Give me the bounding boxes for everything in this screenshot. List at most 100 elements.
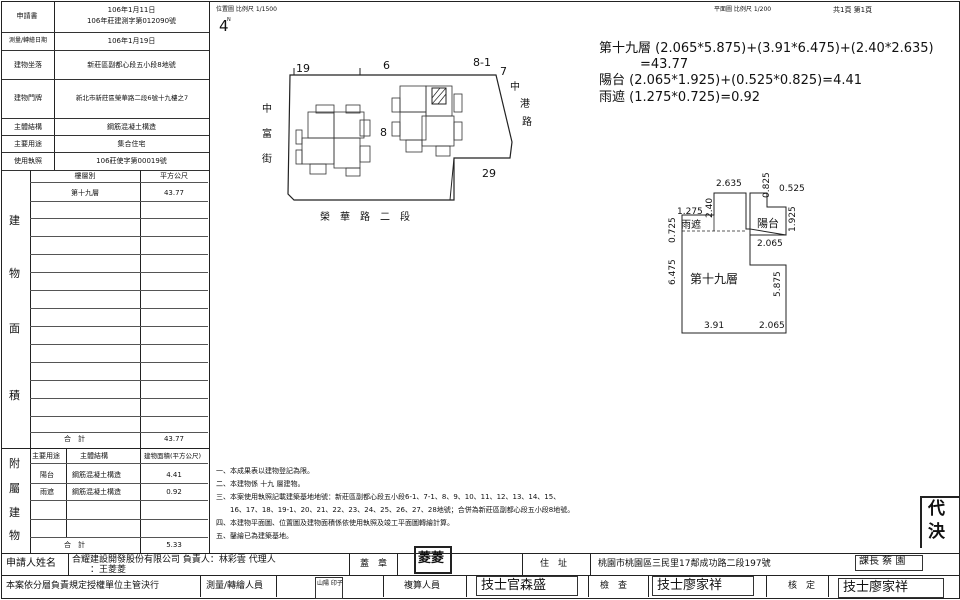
area-header-unit: 平方公尺 — [160, 172, 188, 180]
road-zhonggang-2: 港 — [520, 99, 530, 110]
road-zhonggang-3: 路 — [522, 117, 532, 128]
value-use: 集合住宅 — [117, 140, 146, 148]
label-permit: 使用執照 — [14, 157, 42, 165]
note-1: 一、本成果表以建物登記為限。 — [216, 467, 314, 475]
dim-left-upper: 2.40 — [705, 197, 715, 218]
surveyor-label: 測量/轉繪人員 — [206, 581, 264, 591]
side-label-ji: 積 — [9, 389, 20, 402]
lot-8: 8 — [380, 126, 387, 139]
dim-right-lower: 5.875 — [773, 271, 783, 297]
attached-row1-area: 4.41 — [166, 471, 182, 479]
note-4: 16、17、18、19-1、20、21、22、23、24、25、26、27、28… — [216, 506, 575, 514]
location-map-drawing — [287, 68, 513, 201]
row-permit: 使用執照 106莊使字第00019號 — [2, 153, 209, 171]
bottom-note: 本案依分層負責規定授權單位主管決行 — [6, 581, 160, 591]
row-survey-date: 測量/轉繪日期 106年1月19日 — [2, 33, 209, 51]
lot-19: 19 — [296, 62, 310, 75]
attached-row2-area: 0.92 — [166, 488, 182, 496]
dim-top: 2.635 — [716, 179, 742, 189]
check-label: 檢 查 — [600, 581, 628, 591]
applicant-value2: ：王菱菱 — [90, 565, 127, 575]
attached-side-jian: 建 — [9, 506, 20, 519]
check-stamp: 技士廖家祥 — [652, 576, 754, 596]
attached-side-fu: 附 — [9, 457, 20, 470]
reviewer-label: 複算人員 — [404, 581, 441, 591]
dim-bottom-left: 3.91 — [704, 321, 725, 331]
dim-bottom-right: 2.065 — [759, 321, 785, 331]
road-zhongfu-3: 街 — [262, 154, 272, 165]
verify-stamp: 技士廖家祥 — [838, 578, 944, 598]
attached-side-wu: 物 — [9, 529, 20, 542]
note-5: 四、本建物平面圖、位置圖及建物面積係依使用執照及竣工平面圖轉繪計算。 — [216, 519, 454, 527]
corner-stamp-top: 代 — [928, 499, 945, 519]
value-permit: 106莊使字第00019號 — [96, 157, 167, 165]
road-zhongfu-2: 富 — [262, 129, 272, 140]
road-zhonggang-1: 中 — [510, 82, 520, 93]
label-use: 主要用途 — [14, 140, 42, 148]
applicant-seal: 菱菱 — [414, 546, 452, 574]
reviewer-stamp: 技士官森盛 — [476, 576, 578, 596]
formula-line3: 陽台 (2.065*1.925)+(0.525*0.825)=4.41 — [599, 73, 863, 88]
chief-stamp: 課長 蔡 園 — [855, 555, 923, 571]
room-balcony: 陽台 — [757, 217, 779, 230]
attached-header-structure: 主體結構 — [80, 452, 108, 460]
side-label-jian: 建 — [9, 214, 20, 227]
area-row-floor: 第十九層 — [71, 189, 99, 197]
value-address: 新北市新莊區榮華路二段6號十九樓之7 — [75, 94, 189, 102]
label-survey-date: 測量/轉繪日期 — [8, 37, 48, 44]
attached-total-value: 5.33 — [166, 541, 182, 549]
road-ronghua: 榮 華 路 二 段 — [320, 212, 410, 223]
corner-stamp-bottom: 決 — [928, 522, 945, 542]
note-3: 三、本案使用執照記載建築基地地號：新莊區副都心段五小段6-1、7-1、8、9、1… — [216, 493, 561, 501]
address-label: 住 址 — [540, 559, 568, 569]
formula-line4: 雨遮 (1.275*0.725)=0.92 — [599, 90, 761, 105]
label-location: 建物坐落 — [14, 61, 42, 69]
subtotal-label: 合 計 — [64, 435, 85, 443]
surveyor-stamp: 山陽 印子 — [315, 577, 343, 599]
value-application-line1: 106年1月11日 — [107, 6, 156, 14]
note-6: 五、鑿繪已為建築基地。 — [216, 532, 293, 540]
value-structure: 鋼筋混凝土構造 — [107, 123, 156, 131]
dim-eave-h: 0.725 — [668, 217, 678, 243]
dim-mid: 2.065 — [757, 239, 783, 249]
dim-balcony-side: 1.925 — [788, 206, 798, 232]
road-zhongfu-1: 中 — [262, 104, 272, 115]
area-row-value: 43.77 — [163, 189, 185, 197]
location-map-title: 位置圖 比例尺 1/1500 — [216, 6, 277, 13]
verify-label: 核 定 — [788, 581, 816, 591]
floor-plan-title: 平面圖 比例尺 1/200 — [714, 6, 772, 13]
applicant-label: 申請人姓名 — [6, 558, 56, 569]
row-use: 主要用途 集合住宅 — [2, 136, 209, 153]
page-indicator: 共1頁 第1頁 — [833, 6, 873, 14]
row-structure: 主體結構 鋼筋混凝土構造 — [2, 119, 209, 136]
label-structure: 主體結構 — [14, 123, 42, 131]
side-label-wu: 物 — [9, 267, 20, 280]
address-value: 桃園市桃園區三民里17鄰成功路二段197號 — [598, 559, 771, 569]
area-header-floor: 樓層別 — [74, 172, 96, 180]
dim-left-lower: 6.475 — [668, 259, 678, 285]
dim-eave-w: 1.275 — [677, 207, 703, 217]
dim-balcony-w: 0.525 — [779, 184, 805, 194]
left-info-table: 申請書 106年1月11日 106年莊建測字第012090號 測量/轉繪日期 1… — [2, 2, 209, 171]
left-panel-divider — [209, 2, 210, 553]
lot-29: 29 — [482, 167, 496, 180]
subtotal-value: 43.77 — [163, 435, 185, 443]
formula-line2: =43.77 — [640, 57, 689, 72]
room-main: 第十九層 — [690, 272, 739, 286]
lot-7: 7 — [500, 65, 507, 78]
row-address: 建物門牌 新北市新莊區榮華路二段6號十九樓之7 — [2, 80, 209, 119]
value-location: 新莊區副都心段五小段8地號 — [87, 61, 176, 69]
attached-row2-use: 雨遮 — [40, 488, 54, 496]
label-address: 建物門牌 — [14, 94, 42, 102]
formula-line1: 第十九層 (2.065*5.875)+(3.91*6.475)+(2.40*2.… — [599, 41, 934, 56]
attached-header-use: 主要用途 — [32, 452, 60, 460]
value-survey-date: 106年1月19日 — [107, 37, 156, 45]
corner-stamp: 代 決 — [920, 496, 960, 548]
attached-side-shu: 屬 — [9, 482, 20, 495]
label-application: 申請書 — [16, 12, 38, 20]
room-eave: 雨遮 — [681, 220, 701, 231]
value-application-line2: 106年莊建測字第012090號 — [86, 17, 177, 25]
attached-total-label: 合 計 — [64, 541, 85, 549]
row-application: 申請書 106年1月11日 106年莊建測字第012090號 — [2, 2, 209, 33]
attached-row1-use: 陽台 — [40, 471, 54, 479]
